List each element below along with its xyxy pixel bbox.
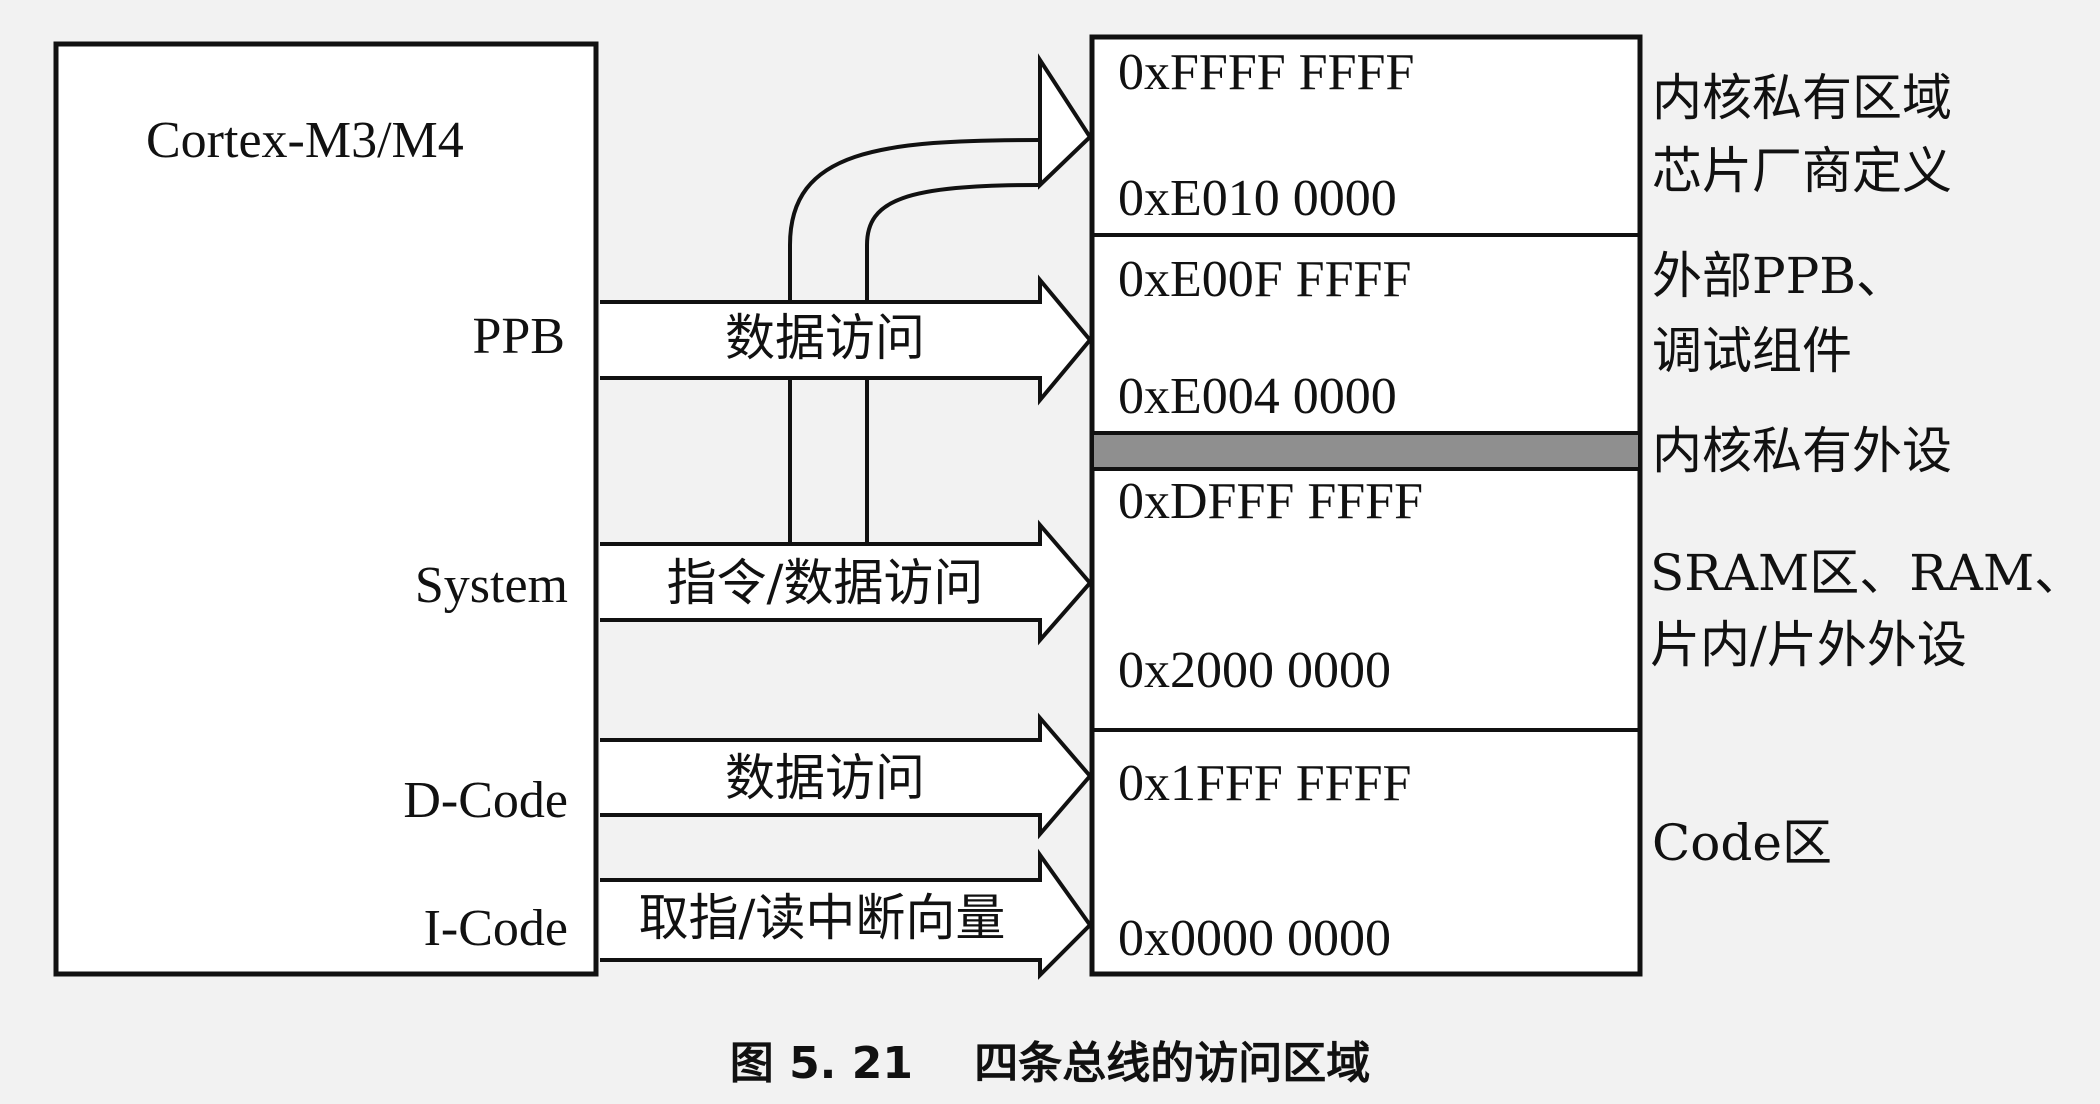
icode-access-label: 取指/读中断向量 <box>639 889 1006 947</box>
system-curve-arrowhead <box>1038 53 1093 190</box>
region-ppb-line1: 外部PPB、 <box>1652 247 1906 305</box>
cpu-box <box>53 41 599 977</box>
bus-label-dcode: D-Code <box>403 772 568 829</box>
private-peripheral-band <box>1094 433 1638 469</box>
addr-sram-top: 0xDFFF FFFF <box>1118 473 1423 530</box>
figure-caption: 图 5. 21 四条总线的访问区域 <box>730 1038 1370 1089</box>
region-vendor-line1: 内核私有区域 <box>1652 69 1952 127</box>
system-curve-arrow-outer <box>600 138 1041 546</box>
ppb-access-label: 数据访问 <box>725 309 925 367</box>
bus-label-system: System <box>415 557 568 614</box>
region-ppb-line2: 调试组件 <box>1652 322 1852 380</box>
bus-label-icode: I-Code <box>424 900 568 957</box>
system-curve-arrow-inner <box>865 183 1041 544</box>
memory-map-box <box>1089 34 1643 977</box>
addr-ppb-top: 0xE00F FFFF <box>1118 251 1411 308</box>
region-vendor-line2: 芯片厂商定义 <box>1652 142 1952 200</box>
addr-code-bottom: 0x0000 0000 <box>1118 910 1391 967</box>
region-sram-line1: SRAM区、RAM、 <box>1650 544 2084 602</box>
system-access-label: 指令/数据访问 <box>667 554 984 612</box>
dcode-access-label: 数据访问 <box>725 749 925 807</box>
region-sram-line2: 片内/片外外设 <box>1650 616 1967 674</box>
cpu-label: Cortex-M3/M4 <box>146 112 464 169</box>
addr-ppb-bottom: 0xE004 0000 <box>1118 368 1397 425</box>
bus-label-ppb: PPB <box>472 308 565 365</box>
addr-vendor-bottom: 0xE010 0000 <box>1118 170 1397 227</box>
addr-vendor-top: 0xFFFF FFFF <box>1118 44 1414 101</box>
region-code: Code区 <box>1652 814 1832 872</box>
region-private-peripherals: 内核私有外设 <box>1652 422 1952 480</box>
addr-sram-bottom: 0x2000 0000 <box>1118 642 1391 699</box>
addr-code-top: 0x1FFF FFFF <box>1118 755 1411 812</box>
